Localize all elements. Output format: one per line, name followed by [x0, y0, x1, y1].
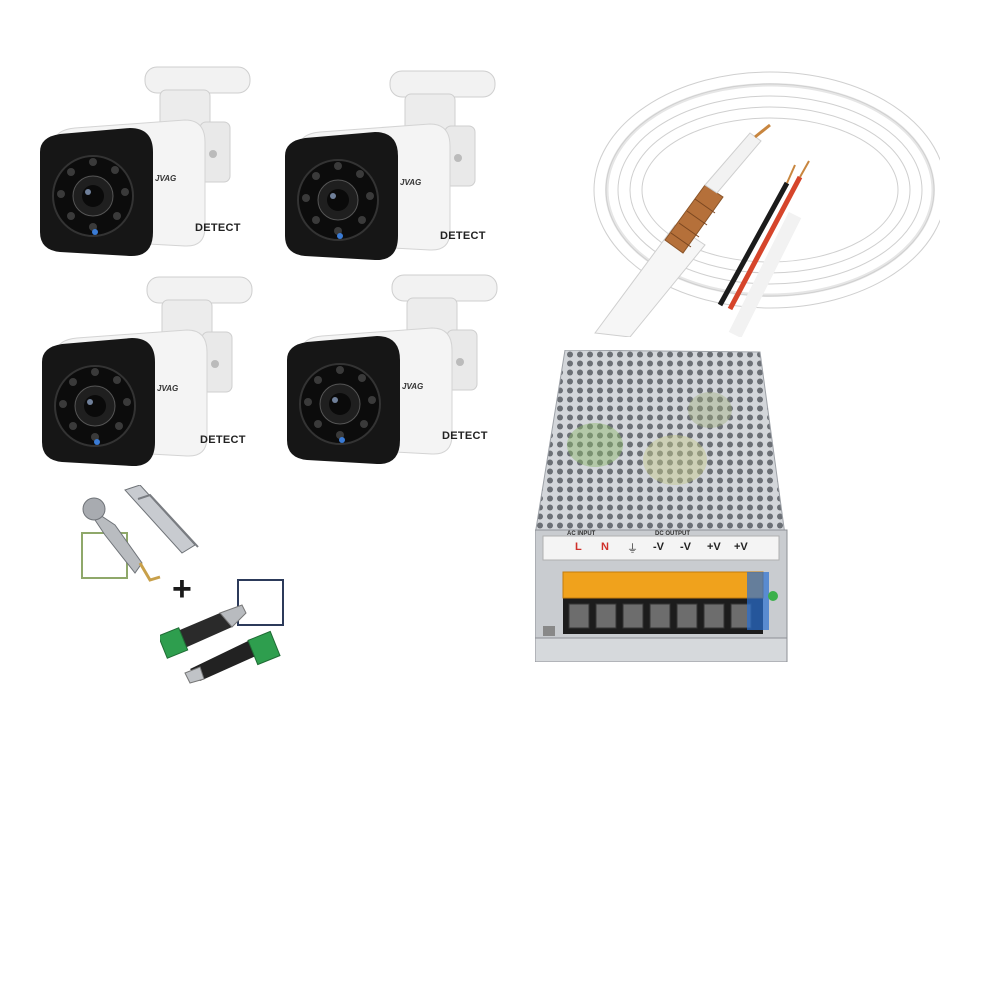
camera-brand-label: JVAG [157, 384, 179, 393]
terminal-label-pos2: +V [734, 541, 748, 553]
bnc-connector-graphic [81, 484, 199, 582]
psu-header-ac: AC INPUT [567, 531, 596, 537]
detect-badge: DETECT [195, 222, 241, 234]
security-camera-1: JVAG DETECT [35, 62, 265, 272]
dc-power-connectors [157, 575, 290, 685]
bullet-camera-graphic [285, 70, 496, 261]
bullet-camera-graphic [287, 274, 498, 465]
coaxial-cable-coil [555, 65, 947, 339]
bullet-camera-graphic [42, 276, 253, 467]
plus-sign: + [172, 570, 192, 608]
bullet-camera-graphic [40, 66, 251, 257]
terminal-label-ground: ⏚ [627, 543, 638, 555]
camera-brand-label: JVAG [400, 178, 422, 187]
terminal-label-neg1: -V [653, 541, 664, 553]
terminal-label-neg2: -V [680, 541, 691, 553]
security-camera-4: JVAG DETECT [282, 270, 512, 480]
power-supply-graphic [534, 349, 788, 663]
camera-brand-label: JVAG [155, 174, 177, 183]
dc-connector-graphic [157, 579, 284, 684]
security-camera-2: JVAG DETECT [280, 66, 510, 276]
camera-brand-label: JVAG [402, 382, 424, 391]
terminal-label-pos1: +V [707, 541, 721, 553]
terminal-label-l: L [575, 541, 582, 553]
psu-header-dc: DC OUTPUT [655, 531, 690, 537]
bnc-connector [80, 484, 205, 590]
detect-badge: DETECT [440, 230, 486, 242]
detect-badge: DETECT [442, 430, 488, 442]
detect-badge: DETECT [200, 434, 246, 446]
cable-coil-graphic [593, 71, 947, 339]
terminal-label-n: N [601, 541, 609, 553]
security-camera-3: JVAG DETECT [37, 272, 267, 482]
power-supply-unit: AC INPUT DC OUTPUT L N ⏚ -V -V +V +V [534, 349, 790, 663]
